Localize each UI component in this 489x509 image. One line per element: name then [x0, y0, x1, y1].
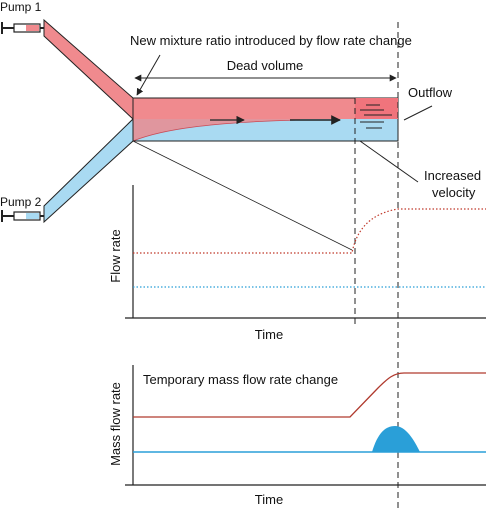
channel-red-layer [133, 98, 398, 119]
temporary-mass-change-bump [372, 426, 420, 452]
mass-flow-rate-plot [125, 365, 486, 486]
pump-1-inlet-channel [43, 18, 134, 121]
time-axis-label-bottom: Time [255, 492, 283, 507]
new-mixture-region [355, 98, 398, 119]
increased-velocity-label-1: Increased [424, 168, 481, 183]
velocity-streaks [360, 104, 392, 129]
time-axis-label-top: Time [255, 327, 283, 342]
flow-rate-red-trace [133, 208, 486, 254]
flow-rate-plot [125, 185, 486, 319]
temporary-change-label: Temporary mass flow rate change [143, 372, 338, 387]
pump-2-inlet-channel [43, 117, 134, 224]
increased-velocity-label-2: velocity [432, 185, 476, 200]
mass-flow-red-trace [133, 372, 486, 418]
pump-1-syringe-icon [1, 22, 44, 34]
flow-rate-axis-label: Flow rate [108, 229, 123, 282]
mass-flow-rate-axis-label: Mass flow rate [108, 382, 123, 466]
pump-2-syringe-icon [1, 210, 44, 222]
new-mixture-label: New mixture ratio introduced by flow rat… [130, 33, 412, 48]
dead-volume-label: Dead volume [227, 58, 304, 73]
pump-1-label: Pump 1 [0, 0, 42, 14]
mixing-wedge [133, 119, 300, 141]
pump-2-label: Pump 2 [0, 195, 42, 209]
outflow-label: Outflow [408, 85, 453, 100]
